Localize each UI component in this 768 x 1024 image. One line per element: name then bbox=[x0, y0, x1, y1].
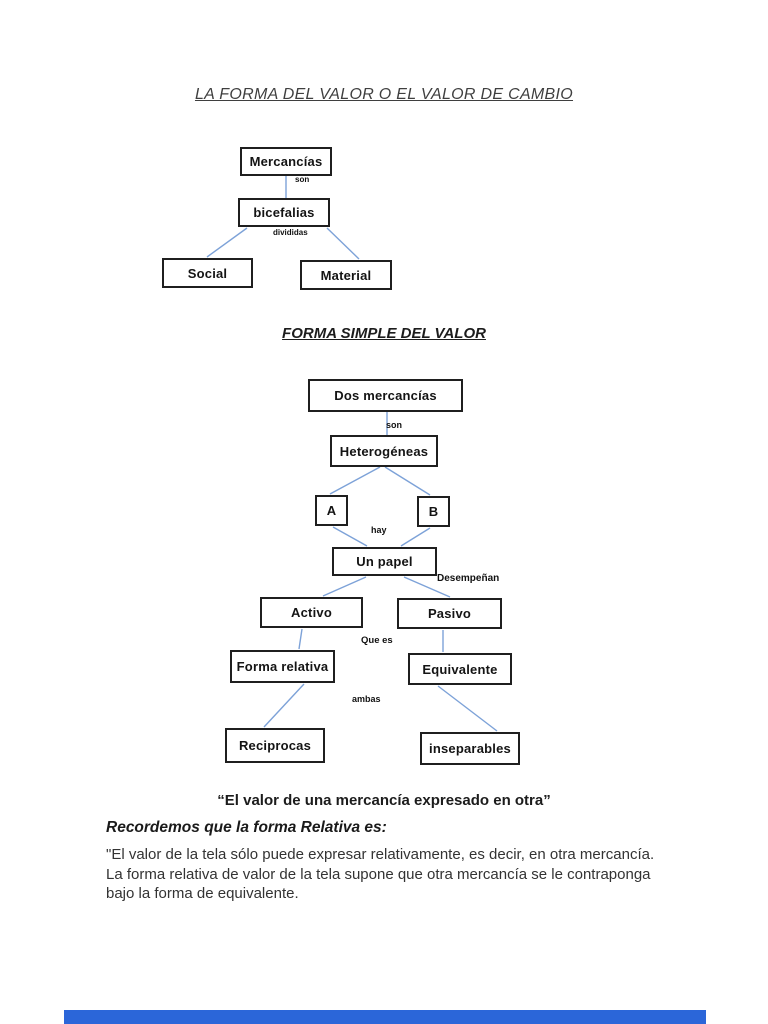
node-dos-mercancias: Dos mercancías bbox=[308, 379, 463, 412]
connector-activo-formarelativa bbox=[298, 628, 303, 650]
node-bicefalias: bicefalias bbox=[238, 198, 330, 227]
node-a: A bbox=[315, 495, 348, 526]
connector-equivalente-inseparables bbox=[437, 685, 498, 732]
edge-label-ambas: ambas bbox=[352, 694, 381, 704]
connector-a-unpapel bbox=[332, 526, 368, 547]
body-paragraph: "El valor de la tela sólo puede expresar… bbox=[106, 846, 655, 902]
connector-b-unpapel bbox=[400, 527, 431, 547]
edge-label-son-2: son bbox=[386, 420, 403, 430]
node-forma-relativa: Forma relativa bbox=[230, 650, 335, 683]
node-activo: Activo bbox=[260, 597, 363, 628]
edge-label-divididas: divididas bbox=[273, 228, 308, 237]
recordemos-heading: Recordemos que la forma Relativa es: bbox=[106, 819, 387, 836]
node-un-papel: Un papel bbox=[332, 547, 437, 576]
node-b: B bbox=[417, 496, 450, 527]
connector-heterogeneas-a bbox=[329, 466, 381, 495]
node-heterogeneas: Heterogéneas bbox=[330, 435, 438, 467]
next-page-top-bar bbox=[64, 1010, 706, 1024]
connector-unpapel-activo bbox=[322, 576, 367, 597]
connector-heterogeneas-b bbox=[384, 466, 431, 496]
node-social: Social bbox=[162, 258, 253, 288]
node-mercancias: Mercancías bbox=[240, 147, 332, 176]
connector-formarelativa-reciprocas bbox=[263, 683, 305, 728]
section-title-forma-simple: FORMA SIMPLE DEL VALOR bbox=[282, 325, 486, 342]
edge-label-hay: hay bbox=[371, 525, 387, 535]
node-reciprocas: Reciprocas bbox=[225, 728, 325, 763]
connector-bicefalias-material bbox=[326, 227, 360, 260]
edge-label-son-1: son bbox=[295, 175, 310, 184]
node-pasivo: Pasivo bbox=[397, 598, 502, 629]
connector-bicefalias-social bbox=[206, 227, 248, 258]
node-material: Material bbox=[300, 260, 392, 290]
edge-label-que-es: Que es bbox=[361, 635, 393, 646]
edge-label-desempenan: Desempeñan bbox=[437, 573, 500, 584]
quote-line: “El valor de una mercancía expresado en … bbox=[217, 792, 551, 809]
node-inseparables: inseparables bbox=[420, 732, 520, 765]
document-title: LA FORMA DEL VALOR O EL VALOR DE CAMBIO bbox=[194, 86, 574, 103]
node-equivalente: Equivalente bbox=[408, 653, 512, 685]
